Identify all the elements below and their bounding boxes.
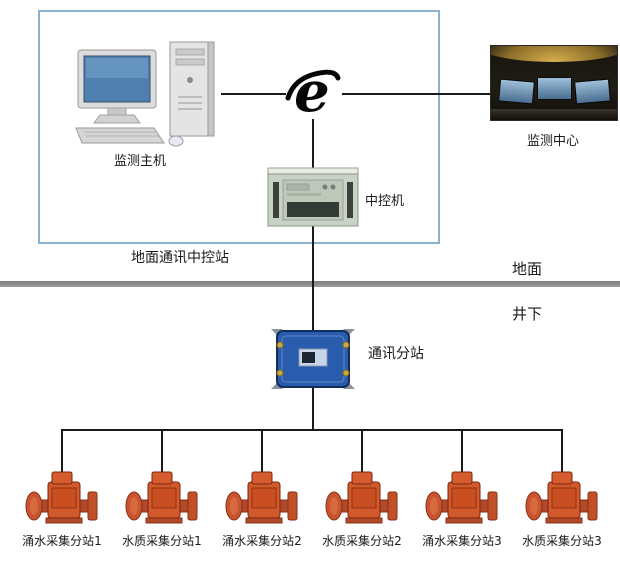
device-icon-4 — [325, 471, 398, 524]
surface-station-label: 地面通讯中控站 — [131, 250, 229, 266]
surface-station-group-box — [38, 10, 440, 244]
surface-label: 地面 — [512, 260, 543, 278]
device-label-2: 水质采集分站1 — [122, 534, 202, 548]
monitor-center-photo — [490, 45, 618, 121]
photo-screen-left — [498, 78, 535, 105]
photo-screen-middle — [537, 77, 572, 100]
device-icon-5 — [425, 471, 498, 524]
surface-underground-divider — [0, 281, 620, 287]
device-label-1: 涌水采集分站1 — [22, 534, 102, 548]
device-icon-3 — [225, 471, 298, 524]
photo-ceiling-light — [491, 46, 617, 62]
device-icon-6 — [525, 471, 598, 524]
monitor-center-label: 监测中心 — [526, 134, 579, 149]
monitor-host-label: 监测主机 — [113, 154, 166, 169]
device-label-4: 水质采集分站2 — [322, 534, 402, 548]
central-control-unit-icon — [267, 167, 359, 227]
device-label-5: 涌水采集分站3 — [422, 534, 502, 548]
substation-label: 通讯分站 — [368, 346, 424, 362]
photo-desk — [491, 109, 617, 120]
comm-substation-icon — [271, 329, 355, 389]
device-icon-1 — [25, 471, 98, 524]
underground-label: 井下 — [512, 305, 543, 323]
device-label-6: 水质采集分站3 — [522, 534, 602, 548]
device-icon-2 — [125, 471, 198, 524]
internet-icon: e — [285, 64, 341, 120]
monitor-host-icon — [75, 41, 215, 147]
device-label-3: 涌水采集分站2 — [222, 534, 302, 548]
central-control-label: 中控机 — [365, 194, 405, 209]
photo-screen-right — [574, 78, 611, 105]
